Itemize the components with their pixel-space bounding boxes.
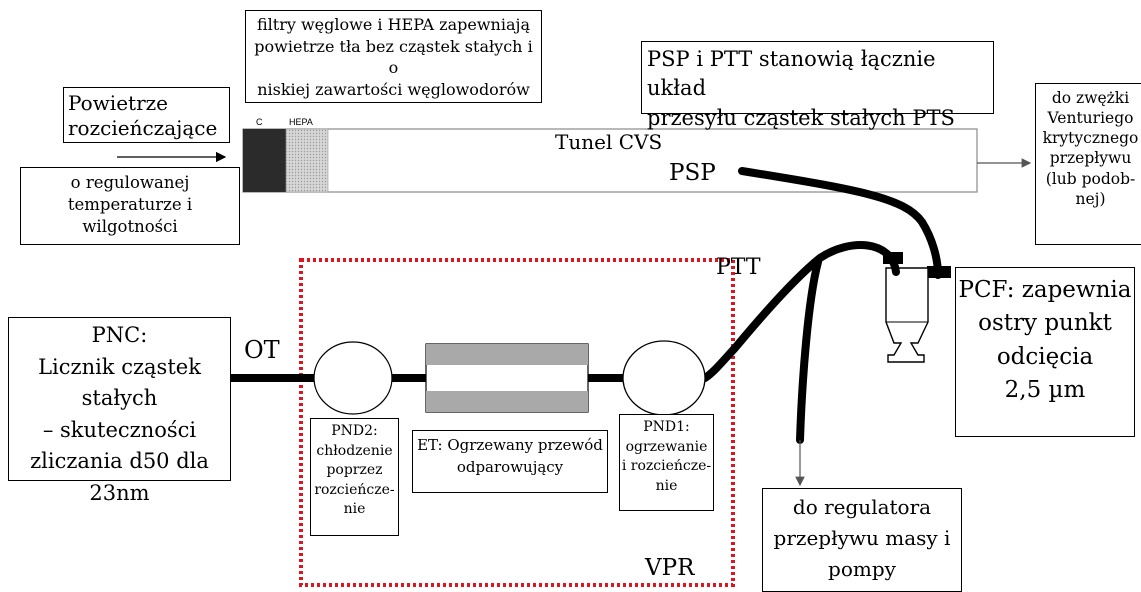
pnd1-diluter [622,340,706,416]
carbon-filter [243,129,286,192]
hepa-filter [285,128,329,193]
cyclone-inlet-fitting [927,266,951,278]
air-conditioning-box: o regulowanej temperaturze i wilgotności [20,167,240,245]
mass-flow-controller-box: do regulatora przepływu masy i pompy [762,488,962,592]
pump-line [796,258,822,444]
ot-label: OT [244,336,280,364]
ptt-tube [701,241,900,382]
cvs-tunnel [242,128,978,193]
vpr-boundary [299,258,735,587]
psp-label: PSP [669,160,716,186]
dilution-air-box: Powietrze rozcieńczające [63,87,230,143]
carbon-filter-label: C [256,117,263,127]
psp-probe [738,167,942,279]
pnc-box: PNC: Licznik cząstek stałych – skuteczno… [8,317,231,505]
tunnel-label: Tunel CVS [555,130,663,154]
ptt-fitting [883,252,903,264]
ptt-label: PTT [716,255,761,280]
pcf-box: PCF: zapewnia ostry punkt odcięcia 2,5 µ… [955,267,1135,437]
et-box: ET: Ogrzewany przewód odparowujący [412,430,608,493]
et-bottom-band [426,391,588,412]
filters-description-box: filtry węglowe i HEPA zapewniają powietr… [245,10,542,103]
vpr-label: VPR [645,555,695,581]
venturi-box: do zwężki Venturiego krytycznego przepły… [1035,83,1141,245]
pcf-cyclone [885,267,929,363]
pnd1-box: PND1: ogrzewanie i rozcieńcze- nie [619,414,714,511]
hepa-filter-label: HEPA [289,117,313,127]
et-top-band [426,344,588,365]
pnd2-diluter [313,341,393,415]
pnd2-box: PND2: chłodzenie poprzez rozcieńcze- nie [310,418,399,536]
pts-description-box: PSP i PTT stanowią łącznie układ przesył… [641,41,994,130]
